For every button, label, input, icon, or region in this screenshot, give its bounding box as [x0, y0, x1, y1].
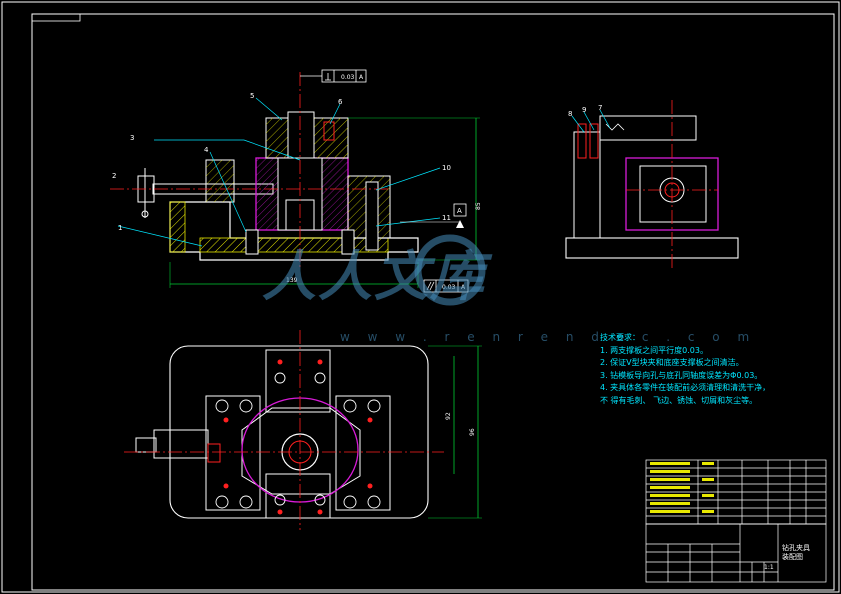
title-block-name: 钻孔夹具 装配图: [782, 544, 810, 562]
part-label-2: 2: [112, 172, 116, 180]
perpendicularity-frame: [321, 69, 367, 83]
drawing-number-box: [31, 13, 81, 22]
tech-req-item-2: 2. 保证V型块夹和底座支撑板之间清洁。: [600, 358, 744, 367]
top-pin-marks: [223, 359, 373, 515]
drill-bushing: [287, 111, 315, 159]
inner-frame: [31, 13, 835, 591]
watermark-ring: [414, 234, 486, 306]
title-name-line1: 钻孔夹具: [782, 544, 810, 552]
part-label-4: 4: [204, 146, 209, 154]
support-bolt: [365, 181, 379, 251]
side-left-post: [573, 131, 601, 239]
watermark-url: w w w . r e n r e n d o c . c o m: [340, 330, 757, 344]
base-screw-right: [341, 229, 355, 255]
top-bottom-block: [265, 473, 331, 519]
plate-screw: [323, 121, 335, 141]
title-name-line2: 装配图: [782, 553, 803, 561]
height-dim-text: 85: [475, 202, 482, 210]
leader-1: [117, 225, 203, 247]
part-label-5: 5: [250, 92, 254, 100]
base-screw-left: [245, 229, 259, 255]
perp-tolerance-text: 0.03: [341, 74, 355, 81]
part-label-6: 6: [338, 98, 343, 106]
tech-req-item-5: 不 得有毛刺、 飞边、锈蚀、切屑和灰尘等。: [600, 395, 758, 405]
para-tolerance-text: 0.03: [442, 284, 456, 291]
datum-triangle: [456, 220, 464, 228]
title-block: [645, 459, 827, 583]
leader-7: [599, 109, 611, 129]
leader-4: [209, 151, 247, 233]
part-label-3: 3: [130, 134, 134, 142]
side-view: [565, 100, 739, 268]
top-bolt-heads: [215, 372, 381, 509]
para-datum-text: A: [461, 284, 466, 291]
tech-req-item-3: 3. 钻模板导向孔与底孔同轴度误差为Φ0.03。: [600, 370, 763, 380]
top-left-support: [205, 395, 261, 511]
side-bolt-1: [577, 123, 587, 159]
width92-dim-text: 92: [445, 412, 452, 420]
title-block-scale: 1:1: [764, 564, 774, 571]
parts-list-text-marks: [650, 462, 714, 513]
leader-10: [375, 167, 441, 191]
part-label-7: 7: [598, 104, 602, 112]
perp-datum-text: A: [359, 74, 364, 81]
top-v-block: [241, 407, 361, 495]
part-label-8: 8: [568, 110, 572, 118]
datum-a-box: [453, 203, 467, 217]
leader-3: [154, 139, 301, 161]
part-label-11: 11: [442, 214, 451, 222]
leader-8: [571, 115, 585, 133]
leader-6: [329, 103, 341, 125]
side-v-block-inner: [639, 165, 707, 223]
technical-requirements: 技术要求： 1. 两支撑板之间平行度0.03。 2. 保证V型块夹和底座支撑板之…: [600, 332, 770, 407]
leader-9: [583, 111, 595, 131]
side-drill-plate: [599, 115, 697, 141]
front-view: [110, 69, 480, 293]
part-label-10: 10: [442, 164, 451, 172]
handle-ball: [141, 210, 149, 218]
top-view: [124, 330, 482, 530]
side-base: [565, 237, 739, 259]
watermark-text: 人人文库: [262, 244, 486, 308]
tech-req-title: 技术要求：: [600, 333, 640, 342]
datum-a-label: A: [457, 207, 462, 215]
side-bolt-2: [589, 123, 599, 159]
top-right-support: [335, 395, 391, 511]
width96-dim-text: 96: [469, 428, 476, 436]
top-drill-plate: [265, 349, 331, 413]
top-screw-tip: [207, 443, 221, 463]
leader-5: [255, 97, 283, 121]
tech-req-item-1: 1. 两支撑板之间平行度0.03。: [600, 345, 708, 355]
part-label-1: 1: [118, 224, 122, 232]
length-dim-text: 139: [286, 277, 298, 284]
tech-req-item-4: 4. 夹具体各零件在装配前必须清理和清洗干净，: [600, 383, 771, 392]
part-label-9: 9: [582, 106, 586, 114]
